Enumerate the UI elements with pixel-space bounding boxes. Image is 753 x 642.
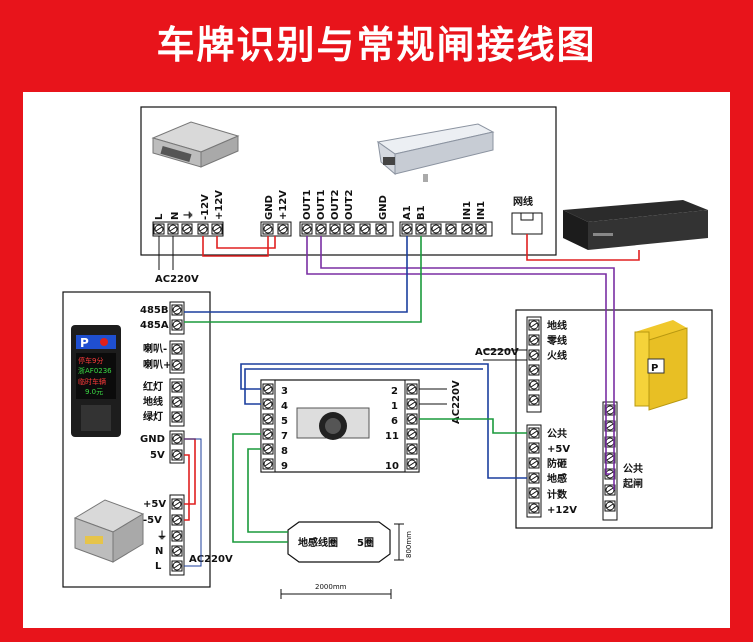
cam-label-gnd-b: GND xyxy=(378,195,389,220)
cam-label-earth: ⏚ xyxy=(183,210,195,220)
cam-ac-label: AC220V xyxy=(155,274,199,285)
det-pin-1: 1 xyxy=(391,401,398,412)
barrier-gate-icon: P xyxy=(634,320,688,411)
barrier-label-common: 公共 xyxy=(547,427,567,440)
det-ac-label: AC220V xyxy=(451,380,462,424)
loop-height: 800mm xyxy=(405,531,413,558)
det-pin-11: 11 xyxy=(385,431,399,442)
cam-label-in1-a: IN1 xyxy=(462,201,473,220)
barrier-box: P AC220V 地线 零线 火线 公共 +5V 防砸 地感 计数 +12V 公… xyxy=(475,309,713,529)
loop-label: 地感线圈 xyxy=(298,536,338,549)
cam-label-out1-b: OUT1 xyxy=(316,190,327,220)
disp-label-gnd: GND xyxy=(140,434,165,445)
cam-label-out2-a: OUT2 xyxy=(330,190,341,220)
disp-label-minus5v: -5V xyxy=(143,515,162,526)
display-line-3: 临时车辆 xyxy=(78,377,106,386)
ground-loop: 地感线圈 5圈 2000mm 800mm xyxy=(280,521,413,599)
cam-terminal-strip-12v xyxy=(260,221,292,237)
display-sign-icon: P 停车9分 浙AF0236 临时车辆 9.0元 xyxy=(71,325,121,437)
disp-terminal-strip-485 xyxy=(169,301,185,335)
loop-turns: 5圈 xyxy=(357,537,374,549)
camera-box: L N ⏚ -12V +12V GND +12V OUT1 OUT1 OUT2 … xyxy=(140,106,557,285)
det-pin-4: 4 xyxy=(281,401,288,412)
diagram-canvas: L N ⏚ -12V +12V GND +12V OUT1 OUT1 OUT2 … xyxy=(23,92,730,628)
disp-label-l: L xyxy=(155,561,162,572)
cam-terminal-strip-out xyxy=(299,221,394,237)
cam-label-plus12v: +12V xyxy=(214,190,225,220)
display-power-supply-icon xyxy=(73,499,145,563)
disp-label-n: N xyxy=(155,546,163,557)
nvr-icon xyxy=(563,200,708,250)
barrier-terminal-strip-gate xyxy=(602,401,618,521)
display-line-1: 停车9分 xyxy=(78,356,103,365)
relay-socket-icon xyxy=(296,407,370,440)
cam-terminal-strip-power xyxy=(152,221,224,237)
network-port-icon xyxy=(511,212,543,235)
det-pin-8: 8 xyxy=(281,446,288,457)
disp-label-speaker-plus: 喇叭+ xyxy=(143,358,171,371)
disp-label-485b: 485B xyxy=(140,305,169,316)
disp-label-5v: 5V xyxy=(150,450,165,461)
cam-label-in1-b: IN1 xyxy=(476,201,487,220)
disp-ac-label: AC220V xyxy=(189,554,233,565)
cam-label-out1-a: OUT1 xyxy=(302,190,313,220)
wires xyxy=(158,234,640,567)
det-pin-3: 3 xyxy=(281,386,288,397)
cam-label-out2-b: OUT2 xyxy=(344,190,355,220)
det-pin-7: 7 xyxy=(281,431,288,442)
power-supply-icon xyxy=(151,121,240,168)
display-p-letter: P xyxy=(80,336,89,350)
cam-terminal-strip-io xyxy=(399,221,493,237)
display-line-2: 浙AF0236 xyxy=(78,366,112,375)
disp-label-earth: ⏚ xyxy=(157,530,167,542)
cam-label-plus12v-b: +12V xyxy=(278,190,289,220)
barrier-label-live: 火线 xyxy=(547,349,567,362)
barrier-ac-label: AC220V xyxy=(475,347,519,358)
cam-label-minus12v: -12V xyxy=(200,194,211,220)
cam-label-b1: B1 xyxy=(416,205,427,220)
det-pin-9: 9 xyxy=(281,461,288,472)
det-pin-2: 2 xyxy=(391,386,398,397)
barrier-label-gate-common: 公共 xyxy=(623,462,643,475)
wiring-diagram: L N ⏚ -12V +12V GND +12V OUT1 OUT1 OUT2 … xyxy=(62,106,713,599)
disp-terminal-strip-speaker xyxy=(169,340,185,374)
barrier-label-ground: 地线 xyxy=(547,319,567,332)
disp-terminal-strip-5v xyxy=(169,430,185,464)
barrier-terminal-strip-control xyxy=(526,424,542,518)
barrier-label-anti-smash: 防砸 xyxy=(547,457,567,470)
cam-label-n: N xyxy=(170,212,181,220)
vehicle-detector: 3 4 5 7 8 9 2 1 6 11 10 AC220V xyxy=(260,379,462,473)
barrier-label-gate-open: 起闸 xyxy=(622,477,643,490)
display-box: P 停车9分 浙AF0236 临时车辆 9.0元 485B 485A 喇叭- 喇… xyxy=(62,291,233,588)
disp-label-red-light: 红灯 xyxy=(143,380,163,393)
page-title: 车牌识别与常规闸接线图 xyxy=(156,23,597,67)
det-pin-6: 6 xyxy=(391,416,398,427)
disp-label-ground-line: 地线 xyxy=(143,395,163,408)
network-label: 网线 xyxy=(513,195,533,208)
cam-label-l: L xyxy=(154,213,165,220)
barrier-label-neutral: 零线 xyxy=(546,334,567,347)
barrier-label-loop: 地感 xyxy=(547,472,567,485)
camera-icon xyxy=(376,123,495,182)
det-pin-10: 10 xyxy=(385,461,399,472)
display-line-4: 9.0元 xyxy=(85,388,103,396)
barrier-label-plus12v: +12V xyxy=(547,505,577,516)
cam-label-gnd: GND xyxy=(264,195,275,220)
cam-label-a1: A1 xyxy=(402,205,413,220)
title-banner: 车牌识别与常规闸接线图 xyxy=(0,0,753,92)
disp-label-speaker-minus: 喇叭- xyxy=(143,342,167,355)
disp-label-plus5v: +5V xyxy=(143,499,166,510)
barrier-label-count: 计数 xyxy=(547,488,568,501)
disp-terminal-strip-lights xyxy=(169,378,185,427)
barrier-p-letter: P xyxy=(651,363,658,374)
disp-label-485a: 485A xyxy=(140,320,169,331)
barrier-label-plus5v: +5V xyxy=(547,444,570,455)
det-pin-5: 5 xyxy=(281,416,288,427)
disp-terminal-strip-psu xyxy=(169,494,185,576)
disp-label-green-light: 绿灯 xyxy=(143,410,163,423)
loop-width: 2000mm xyxy=(315,583,347,591)
barrier-terminal-strip-power xyxy=(526,316,542,413)
